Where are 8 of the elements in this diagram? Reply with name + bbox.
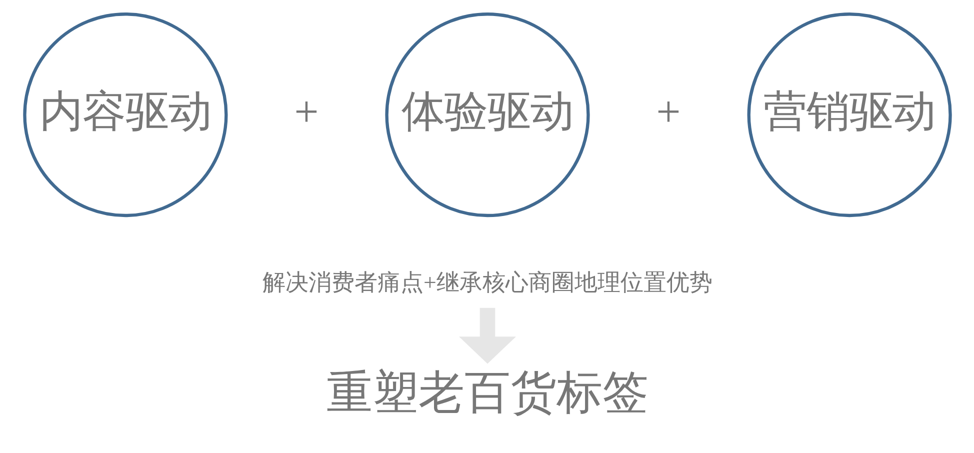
node-text: 解决消费者痛点+继承核心商圈地理位置优势 (262, 269, 712, 294)
node-circle: 内容驱动 (22, 12, 228, 217)
node-circle: 营销驱动 (746, 12, 952, 217)
node-circle: 体验驱动 (384, 12, 590, 217)
node-text: 重塑老百货标签 (326, 366, 648, 418)
label: + (656, 87, 680, 136)
label: + (294, 87, 318, 136)
arrow (458, 307, 516, 364)
